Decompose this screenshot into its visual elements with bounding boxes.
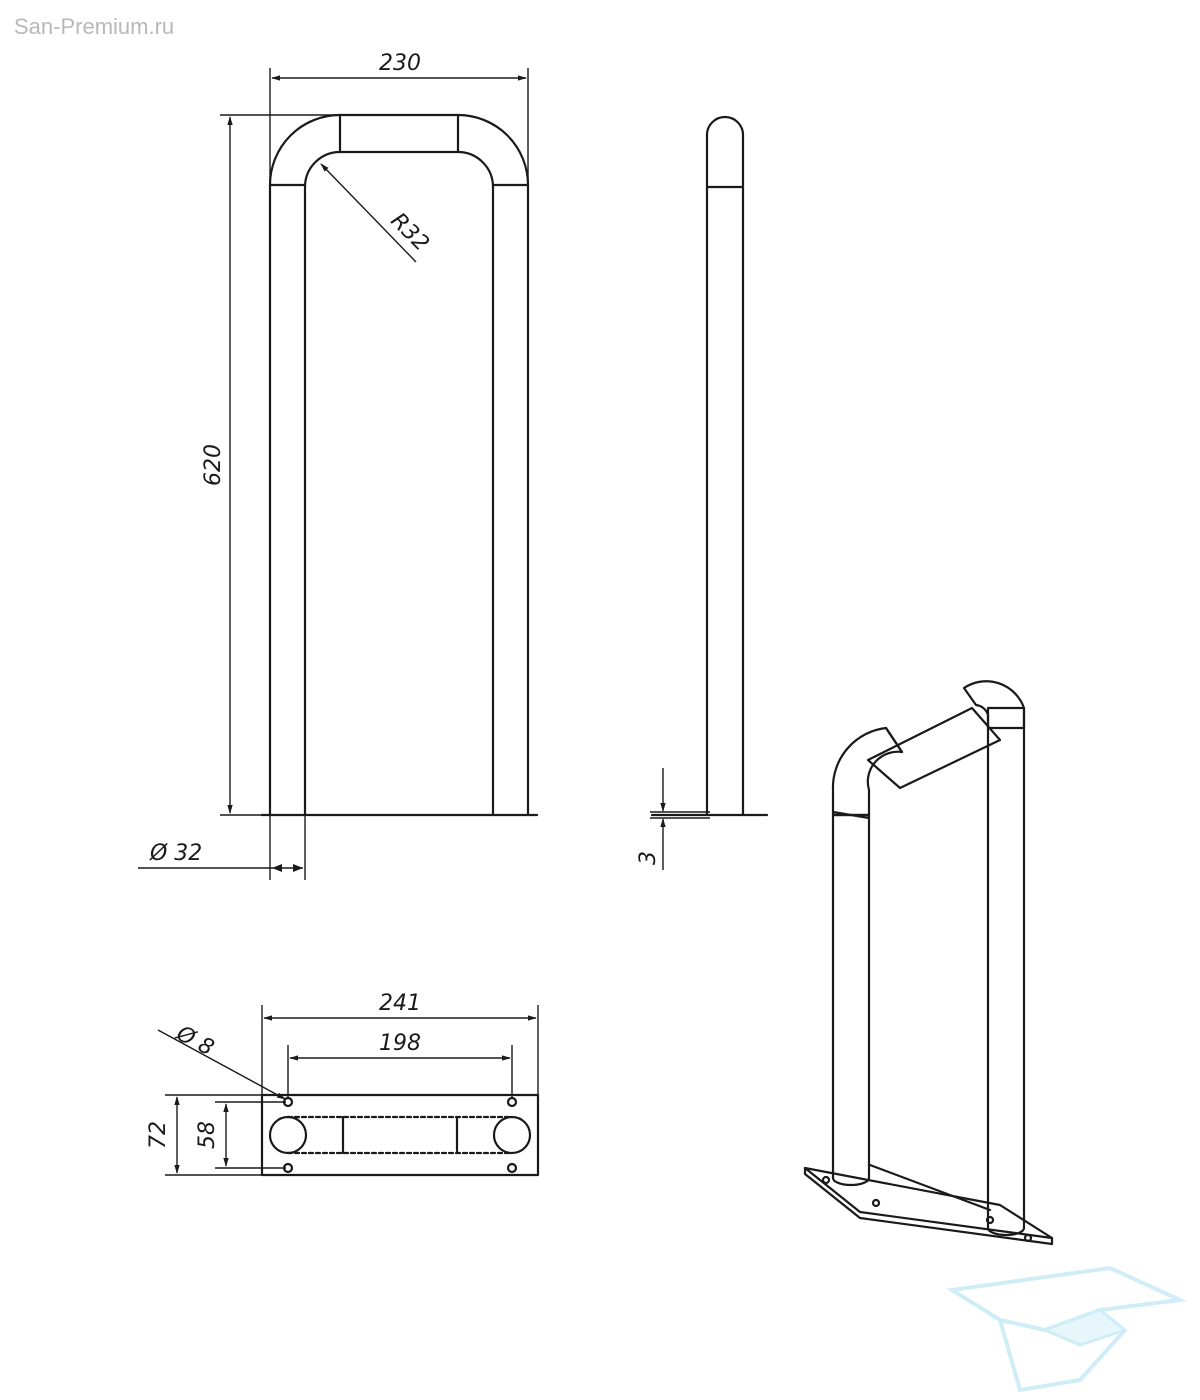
hole-row-spacing-label: 58 xyxy=(195,1121,220,1149)
right-tube-section xyxy=(492,1115,532,1155)
iso-plate-hole-1 xyxy=(821,1175,831,1185)
base-plate-outline xyxy=(260,1093,540,1177)
front-view: 230 620 R32 Ø 32 xyxy=(138,51,539,880)
iso-front-leg xyxy=(831,813,871,1187)
mounting-hole-bottom-right xyxy=(506,1162,518,1174)
iso-top-crossbar xyxy=(866,706,1002,790)
handrail-outer-outline xyxy=(268,113,530,817)
isometric-view xyxy=(803,680,1054,1246)
iso-front-bend-seam xyxy=(831,810,871,820)
iso-back-crossbar xyxy=(868,1163,992,1212)
iso-front-top-seam xyxy=(884,726,904,754)
base-plate-view: 241 198 Ø 8 72 58 xyxy=(146,991,540,1177)
logo-outline xyxy=(946,1265,1188,1333)
hole-spacing-label: 198 xyxy=(379,1031,421,1056)
side-view: 3 xyxy=(636,115,769,870)
handrail-inner-outline xyxy=(303,150,495,817)
left-tube-section xyxy=(268,1115,308,1155)
radius-dimension-label: R32 xyxy=(385,208,433,256)
iso-back-leg xyxy=(986,706,1026,1237)
logo-base xyxy=(998,1319,1127,1393)
brand-logo-watermark xyxy=(946,1265,1188,1393)
plate-length-label: 241 xyxy=(379,991,421,1016)
logo-facet xyxy=(1040,1308,1129,1347)
iso-base-plate-edge xyxy=(803,1166,1054,1246)
plate-thickness-label: 3 xyxy=(636,851,661,865)
iso-plate-hole-2 xyxy=(871,1198,881,1208)
site-watermark: San-Premium.ru xyxy=(14,14,174,39)
iso-front-bend xyxy=(831,726,904,817)
iso-back-bend xyxy=(962,680,1026,730)
diameter-arrowheads xyxy=(272,864,303,872)
iso-plate-hole-3 xyxy=(1023,1233,1033,1243)
width-dimension-label: 230 xyxy=(379,51,421,76)
hole-diameter-leader xyxy=(157,1029,286,1100)
height-dimension-label: 620 xyxy=(201,444,226,486)
plate-width-label: 72 xyxy=(146,1121,171,1149)
tube-diameter-label: Ø 32 xyxy=(149,841,202,866)
radius-leader-line xyxy=(320,163,417,263)
mounting-hole-top-right xyxy=(506,1096,518,1108)
side-tube-outline xyxy=(705,115,745,817)
hole-diameter-label: Ø 8 xyxy=(171,1021,217,1062)
